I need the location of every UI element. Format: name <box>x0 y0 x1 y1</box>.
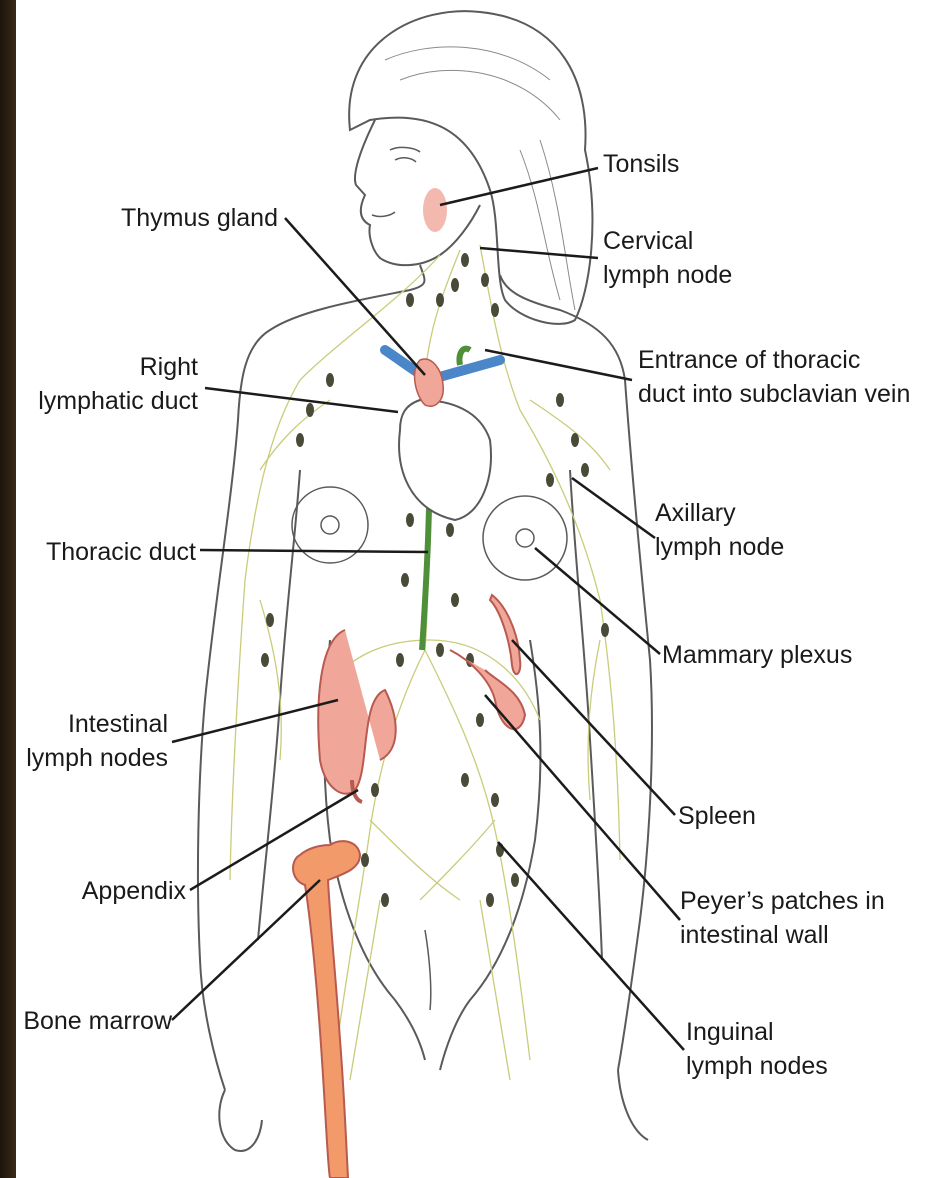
label-entrance-thoracic-duct: Entrance of thoracic duct into subclavia… <box>638 343 910 411</box>
label-appendix: Appendix <box>40 874 186 908</box>
label-intestinal-lymph-nodes: Intestinal lymph nodes <box>5 707 168 775</box>
label-right-lymphatic-duct: Right lymphatic duct <box>10 350 198 418</box>
heart <box>399 400 491 520</box>
pointer-inguinal <box>498 842 684 1050</box>
label-tonsils: Tonsils <box>603 147 679 181</box>
femur-bone <box>293 841 360 1178</box>
pointer-thymus <box>285 218 425 375</box>
thymus-shape <box>415 359 444 406</box>
tonsil-shape <box>423 188 447 232</box>
pointer-axillary <box>572 478 655 538</box>
lymph-nodes <box>261 253 609 907</box>
pointer-right-lymphatic <box>205 388 398 412</box>
label-thymus-gland: Thymus gland <box>100 201 278 235</box>
pointer-lines <box>172 168 684 1050</box>
label-thoracic-duct: Thoracic duct <box>10 535 196 569</box>
label-spleen: Spleen <box>678 799 756 833</box>
pointer-thoracic-duct <box>200 550 428 552</box>
pointer-entrance <box>485 350 632 380</box>
hair <box>349 11 592 324</box>
subclavian-vein <box>385 350 500 380</box>
label-peyers-patches: Peyer’s patches in intestinal wall <box>680 884 885 952</box>
pointer-tonsils <box>440 168 598 205</box>
pointer-bone-marrow <box>172 880 320 1020</box>
pointer-intestinal <box>172 700 338 742</box>
label-inguinal-lymph-nodes: Inguinal lymph nodes <box>686 1015 828 1083</box>
large-intestine <box>318 630 395 794</box>
label-axillary-lymph-node: Axillary lymph node <box>655 496 784 564</box>
label-bone-marrow: Bone marrow <box>5 1004 172 1038</box>
label-mammary-plexus: Mammary plexus <box>662 638 852 672</box>
label-cervical-lymph-node: Cervical lymph node <box>603 224 732 292</box>
spleen-shape <box>490 595 520 674</box>
right-breast <box>483 496 567 580</box>
